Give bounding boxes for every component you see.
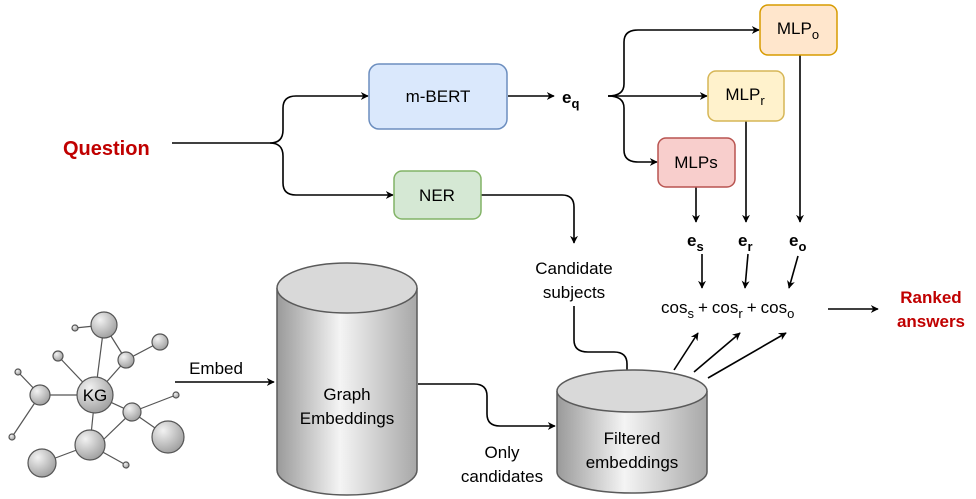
edge-graph-to-filtered: [418, 383, 556, 430]
candidate-subjects-line1: Candidate: [535, 259, 613, 278]
kg-graph-icon: [8, 311, 185, 478]
ranked-answers-line2: answers: [897, 312, 965, 331]
candidate-subjects-line2: subjects: [543, 283, 605, 302]
embed-label: Embed: [189, 359, 243, 378]
filtered-embeddings-cylinder: Filtered embeddings: [556, 369, 708, 494]
edge-question-split: [172, 92, 369, 144]
mlp-o-label: MLPo: [777, 19, 819, 42]
edge-filtered-to-cos-2: [693, 332, 741, 373]
edge-ner-to-candidates: [481, 194, 578, 244]
mbert-node: m-BERT: [368, 63, 508, 130]
edge-question-to-ner: [269, 142, 394, 199]
edge-er-to-cos: [741, 253, 750, 289]
ner-node: NER: [393, 170, 482, 220]
edge-filtered-to-cos-3: [707, 332, 787, 379]
mbert-label: m-BERT: [406, 87, 471, 106]
graph-embeddings-line1: Graph: [323, 385, 370, 404]
mlp-r-node: MLPr: [707, 70, 785, 122]
mlp-r-label: MLPr: [725, 85, 765, 108]
edge-eq-to-mlp-o: [607, 26, 760, 97]
mlp-o-node: MLPo: [759, 4, 838, 56]
edge-filtered-to-cos-1: [673, 332, 699, 371]
eq-label: eq: [562, 88, 579, 111]
filtered-embeddings-line1: Filtered: [604, 429, 661, 448]
mlp-s-node: MLPs: [657, 137, 736, 188]
only-candidates-line2: candidates: [461, 467, 543, 486]
cos-formula: coss+cosr+coso: [661, 298, 794, 321]
graph-embeddings-line2: Embeddings: [300, 409, 395, 428]
question-label: Question: [63, 138, 150, 160]
edge-candidates-to-filtered: [573, 306, 631, 389]
eo-label: eo: [789, 231, 806, 254]
filtered-embeddings-line2: embeddings: [586, 453, 679, 472]
er-label: er: [738, 231, 753, 254]
graph-embeddings-cylinder: Graph Embeddings: [276, 262, 418, 496]
only-candidates-line1: Only: [485, 443, 520, 462]
ner-label: NER: [419, 186, 455, 205]
ranked-answers-line1: Ranked: [900, 288, 961, 307]
kg-label: KG: [83, 386, 108, 405]
mlp-s-label: MLPs: [674, 153, 717, 172]
es-label: es: [687, 231, 704, 254]
edge-eq-to-mlp-s: [607, 95, 658, 166]
edge-eo-to-cos: [787, 255, 799, 289]
